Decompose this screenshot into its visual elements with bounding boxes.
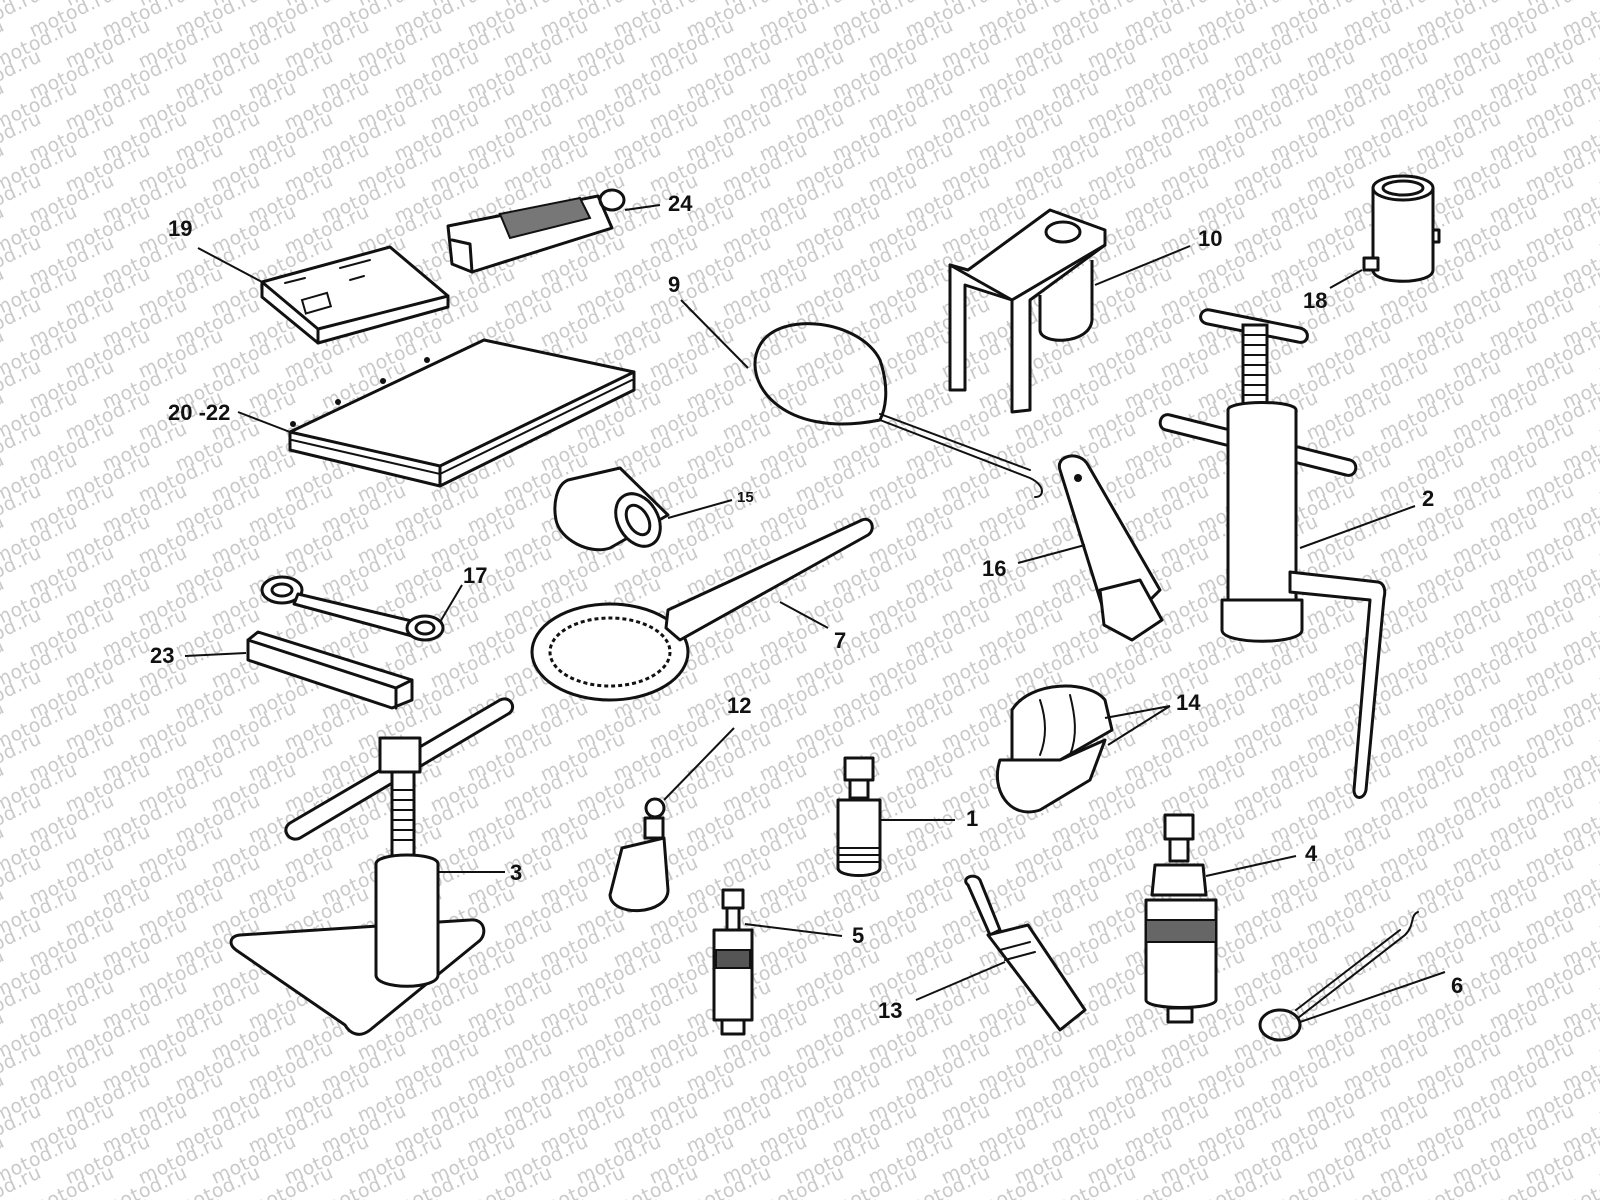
tool-4-puller (1144, 813, 1218, 1024)
callout-4: 4 (1305, 841, 1318, 866)
tool-24-roll (446, 188, 661, 274)
tool-6-loop (1258, 911, 1419, 1042)
tool-2-puller (1158, 308, 1387, 799)
tool-3-press (229, 697, 514, 1036)
tool-18-sleeve (1362, 174, 1441, 283)
tool-10-bracket (948, 208, 1107, 414)
tool-12-puller (608, 797, 670, 913)
callout-17: 17 (463, 563, 488, 588)
callout-10: 10 (1198, 226, 1223, 251)
callout-14: 14 (1176, 690, 1201, 715)
callout-1: 1 (966, 806, 979, 831)
tool-13-plug-adapter (964, 874, 1087, 1032)
tool-5-adapter (712, 888, 754, 1036)
callout-9: 9 (668, 272, 681, 297)
callout-18: 18 (1303, 288, 1328, 313)
callout-16: 16 (982, 556, 1007, 581)
callout-19: 19 (168, 216, 193, 241)
callout-6: 6 (1451, 973, 1464, 998)
callout-13: 13 (878, 998, 903, 1023)
callout-23: 23 (150, 643, 175, 668)
callout-20-22: 20 -22 (168, 400, 231, 425)
tool-19-pouch (260, 245, 450, 345)
callout-12: 12 (727, 693, 752, 718)
tool-15-socket (553, 466, 670, 552)
tool-16-spanner (1057, 454, 1164, 642)
callout-15: 15 (737, 489, 754, 506)
tool-7-gear-wrench (530, 517, 874, 702)
tool-20-22-binder (288, 338, 636, 488)
tool-14-collets (995, 684, 1114, 814)
tool-1-adapter (836, 756, 882, 877)
callout-24: 24 (668, 191, 693, 216)
tool-23-hexbar (246, 630, 414, 710)
callout-2: 2 (1422, 486, 1435, 511)
callout-7: 7 (834, 628, 847, 653)
tool-9-hook (753, 322, 1043, 498)
callout-3: 3 (510, 860, 523, 885)
tool-17-wrench (260, 575, 445, 642)
callout-5: 5 (852, 923, 865, 948)
